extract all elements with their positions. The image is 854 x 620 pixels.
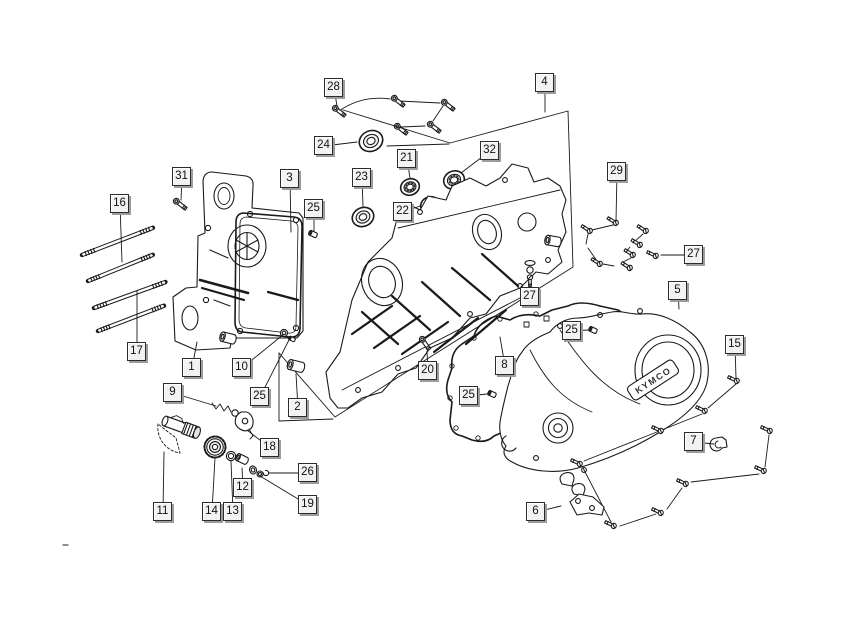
callout-3[interactable]: 3 bbox=[280, 169, 299, 188]
callout-8[interactable]: 8 bbox=[495, 356, 514, 375]
clip-26 bbox=[263, 470, 268, 475]
bolt-31 bbox=[171, 196, 189, 212]
enclosure-polygon-4 bbox=[279, 110, 573, 421]
callout-31[interactable]: 31 bbox=[172, 167, 191, 186]
callout-17[interactable]: 17 bbox=[127, 342, 146, 361]
callout-27-14[interactable]: 27 bbox=[520, 287, 539, 306]
bolt-set-29 bbox=[579, 214, 650, 273]
callout-14[interactable]: 14 bbox=[202, 502, 221, 521]
pawl-18 bbox=[235, 412, 253, 439]
callout-28[interactable]: 28 bbox=[324, 78, 343, 97]
callout-24[interactable]: 24 bbox=[314, 136, 333, 155]
callout-21[interactable]: 21 bbox=[397, 149, 416, 168]
callout-15[interactable]: 15 bbox=[725, 335, 744, 354]
transmission-cover-5: KYMCO bbox=[500, 309, 709, 473]
callout-25[interactable]: 25 bbox=[304, 199, 323, 218]
callout-9[interactable]: 9 bbox=[163, 383, 182, 402]
roller-12 bbox=[234, 452, 250, 466]
callout-10[interactable]: 10 bbox=[232, 358, 251, 377]
crankcase-left-half bbox=[173, 172, 303, 350]
dowel-pin-25-top bbox=[307, 229, 319, 239]
callout-12[interactable]: 12 bbox=[233, 478, 252, 497]
callout-2[interactable]: 2 bbox=[288, 398, 307, 417]
spacer-10-and-dowel-25 bbox=[280, 329, 296, 343]
washer-13 bbox=[226, 451, 235, 460]
callout-26[interactable]: 26 bbox=[298, 463, 317, 482]
callout-1[interactable]: 1 bbox=[182, 358, 201, 377]
oil-seal-23 bbox=[348, 203, 378, 231]
bolt-27-right bbox=[645, 248, 660, 260]
bushing-2 bbox=[285, 358, 307, 374]
callout-4[interactable]: 4 bbox=[535, 73, 554, 92]
callout-6[interactable]: 6 bbox=[526, 502, 545, 521]
callout-27[interactable]: 27 bbox=[684, 245, 703, 264]
callout-13[interactable]: 13 bbox=[223, 502, 242, 521]
bracket-6 bbox=[560, 473, 604, 515]
crankcase-right-half bbox=[326, 164, 566, 408]
mounting-studs bbox=[81, 226, 166, 333]
callout-32[interactable]: 32 bbox=[480, 141, 499, 160]
bolt-27-washer-stack bbox=[525, 261, 535, 288]
dowel-pin-25-left bbox=[487, 389, 497, 399]
leader-line-16 bbox=[120, 204, 122, 262]
callout-20[interactable]: 20 bbox=[418, 361, 437, 380]
callout-11[interactable]: 11 bbox=[153, 502, 172, 521]
callout-22[interactable]: 22 bbox=[393, 202, 412, 221]
callout-18[interactable]: 18 bbox=[260, 438, 279, 457]
callout-5[interactable]: 5 bbox=[668, 281, 687, 300]
bolt-set-28 bbox=[330, 93, 457, 137]
bearing-21 bbox=[397, 175, 423, 199]
callout-23[interactable]: 23 bbox=[352, 168, 371, 187]
callout-16[interactable]: 16 bbox=[110, 194, 129, 213]
callout-25-30[interactable]: 25 bbox=[459, 386, 478, 405]
callout-19[interactable]: 19 bbox=[298, 495, 317, 514]
callout-25-31[interactable]: 25 bbox=[562, 321, 581, 340]
oil-seal-24 bbox=[354, 125, 388, 157]
kickstart-shaft-11 bbox=[158, 412, 203, 453]
callout-7[interactable]: 7 bbox=[684, 432, 703, 451]
gear-14 bbox=[205, 437, 226, 458]
callout-29[interactable]: 29 bbox=[607, 162, 626, 181]
callout-25-19[interactable]: 25 bbox=[250, 387, 269, 406]
washers-19 bbox=[249, 465, 263, 477]
clamp-7 bbox=[710, 437, 727, 451]
screw-set-15 bbox=[569, 373, 774, 530]
